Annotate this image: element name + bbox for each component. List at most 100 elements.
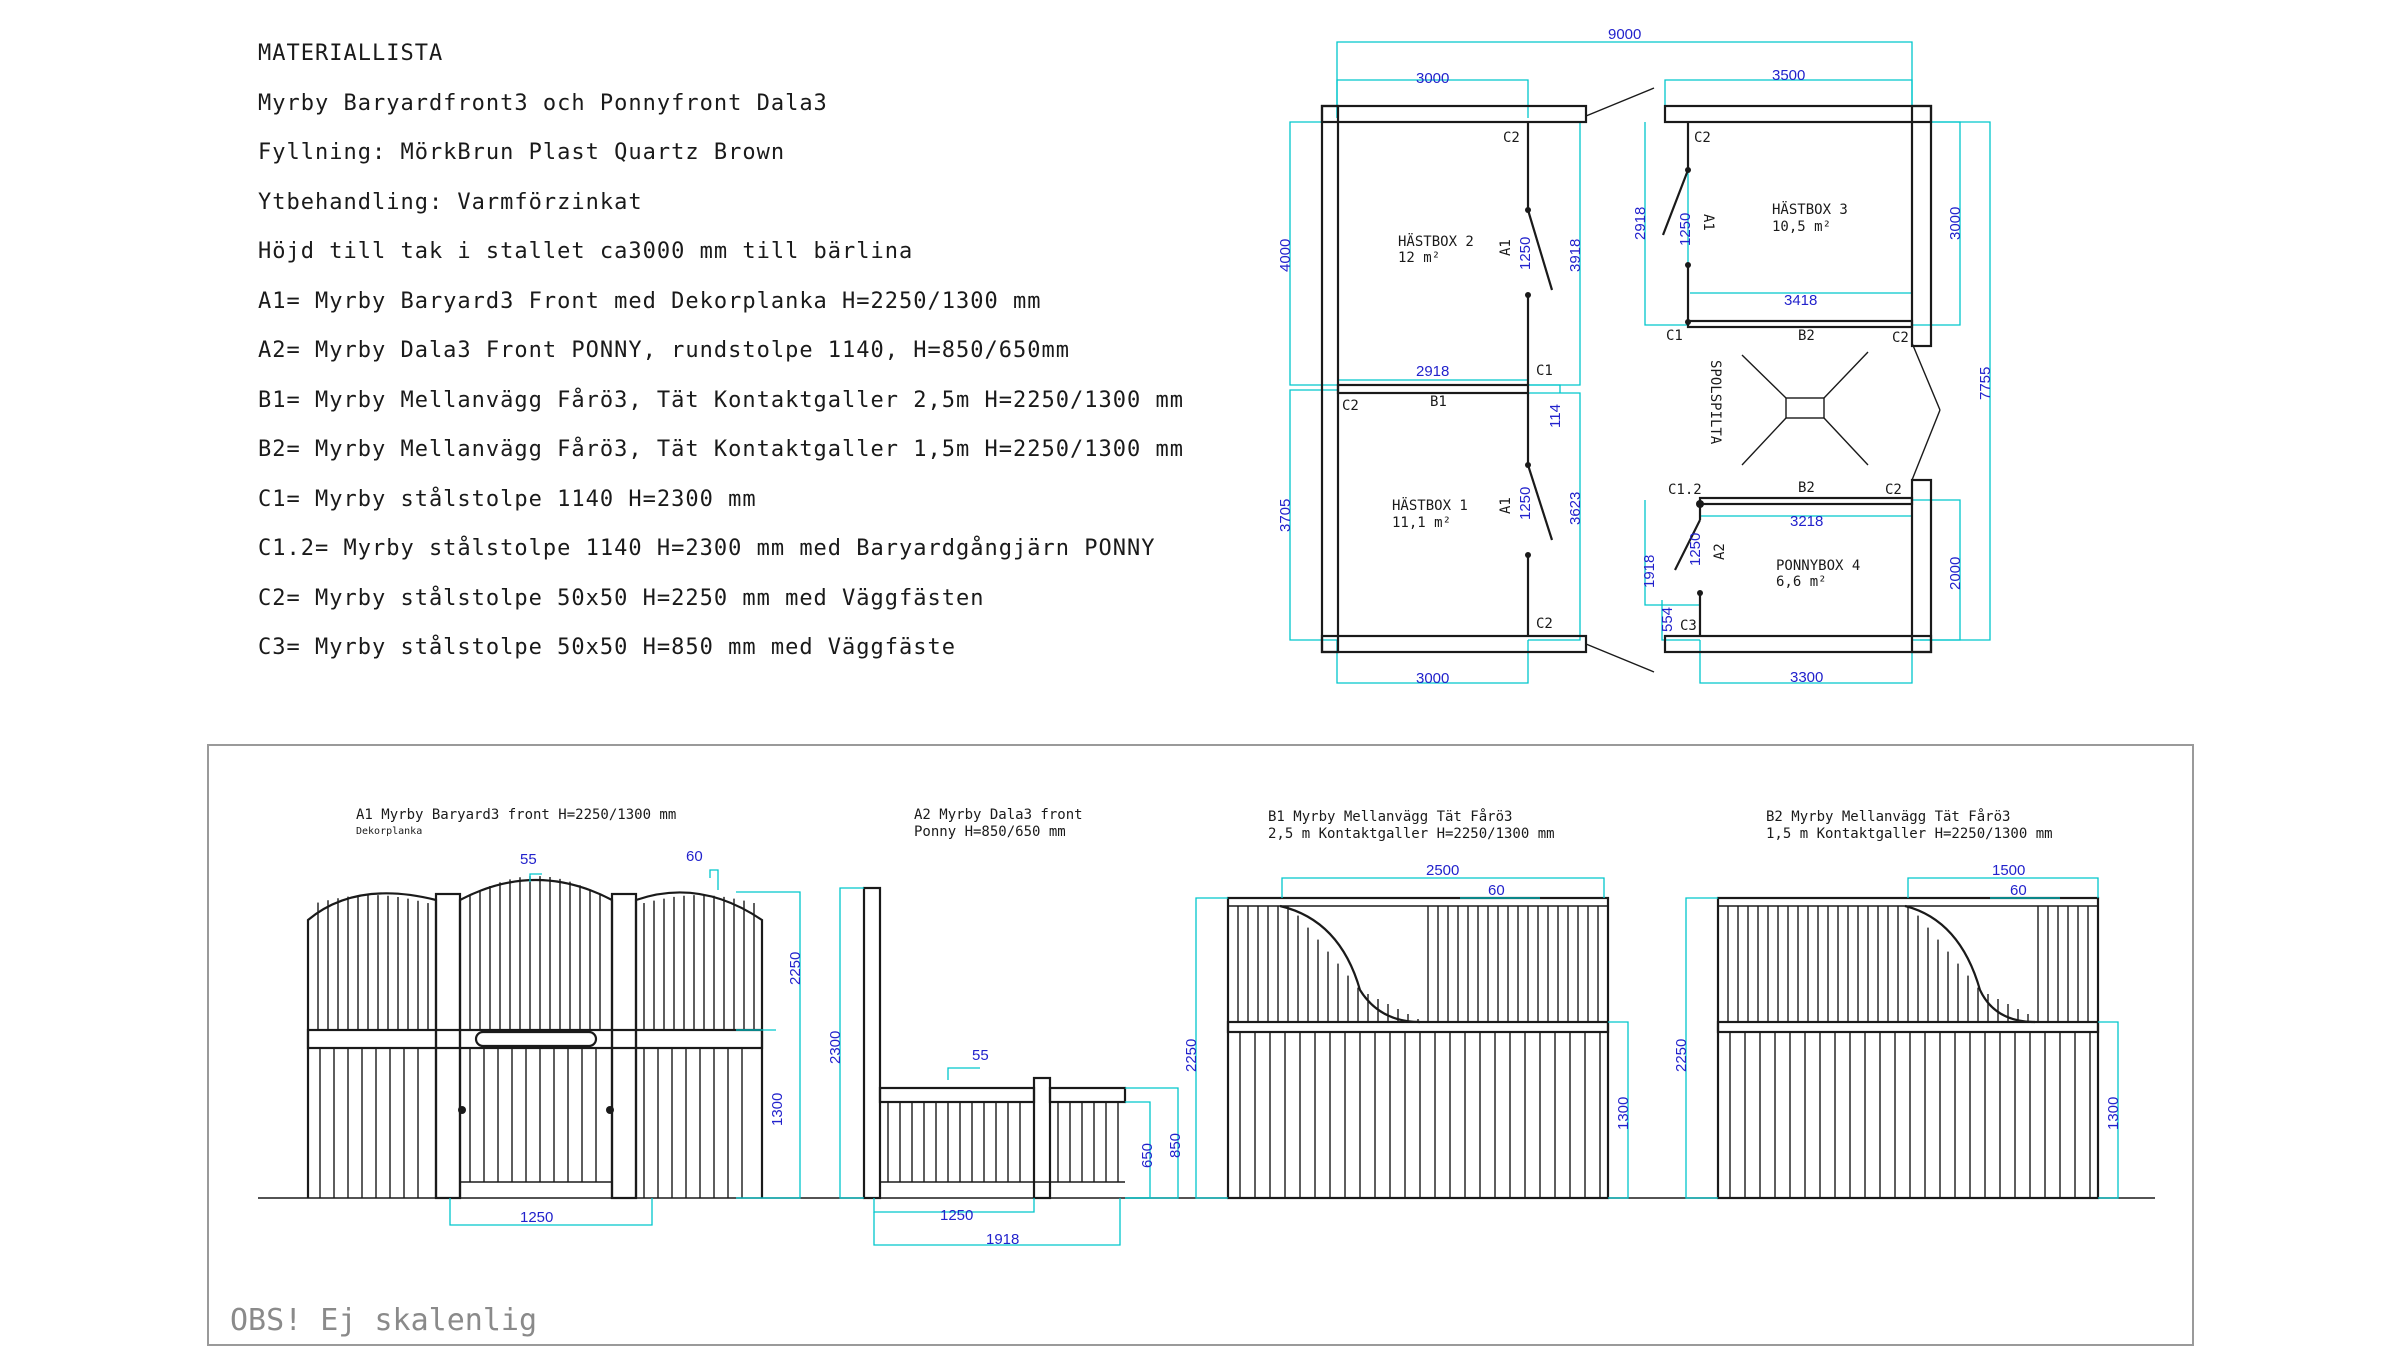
dim-total-height: 7755 <box>1977 367 1994 400</box>
b2-dim-60: 60 <box>2010 882 2027 899</box>
dim-right-top: 3500 <box>1772 67 1805 84</box>
dim-box4-wall: 3218 <box>1790 513 1823 530</box>
dim-left-upper: 4000 <box>1277 239 1294 272</box>
b2-subtitle: 1,5 m Kontaktgaller H=2250/1300 mm <box>1766 826 2053 842</box>
material-line: B2= Myrby Mellanvägg Fårö3, Tät Kontaktg… <box>258 436 1184 462</box>
box3-front-label: A1 <box>1700 214 1716 231</box>
dim-b1: 2918 <box>1416 363 1449 380</box>
wall-b1-label: B1 <box>1430 394 1447 410</box>
top-right-wall <box>1663 104 1933 124</box>
a1-dim-2300: 2300 <box>827 1031 844 1064</box>
wall-b1 <box>1336 383 1530 395</box>
material-line: C1.2= Myrby stålstolpe 1140 H=2300 mm me… <box>258 535 1155 561</box>
b1-subtitle: 2,5 m Kontaktgaller H=2250/1300 mm <box>1268 826 1555 842</box>
post-c2: C2 <box>1885 482 1902 498</box>
dim-left-lower: 3705 <box>1277 499 1294 532</box>
b1-dim-1300: 1300 <box>1615 1097 1632 1130</box>
wall-b2-lower-label: B2 <box>1798 480 1815 496</box>
box2-area: 12 m² <box>1398 250 1440 266</box>
dim-right-upper: 3000 <box>1947 207 1964 240</box>
post-c3: C3 <box>1680 618 1697 634</box>
dim-box1-door: 1250 <box>1517 487 1534 520</box>
material-heading: MATERIALLISTA <box>258 41 443 66</box>
dim-gap-114: 114 <box>1547 404 1564 428</box>
b2-dim-1300: 1300 <box>2105 1097 2122 1130</box>
a1-dim-2250: 2250 <box>787 952 804 985</box>
a2-dim-55: 55 <box>972 1047 989 1064</box>
dim-right-bottom: 3300 <box>1790 669 1823 686</box>
a2-dim-850: 850 <box>1167 1133 1184 1158</box>
aisle-label: SPOLSPILTA <box>1707 360 1723 445</box>
box1-name: HÄSTBOX 1 <box>1392 496 1468 514</box>
a1-title: A1 Myrby Baryard3 front H=2250/1300 mm <box>356 807 676 823</box>
dim-left-top: 3000 <box>1416 70 1449 87</box>
dim-box1-front: 3623 <box>1567 492 1584 525</box>
material-list: MATERIALLISTA Myrby Baryardfront3 och Po… <box>258 41 1184 660</box>
post-c2: C2 <box>1503 130 1520 146</box>
post-c2: C2 <box>1694 130 1711 146</box>
a1-dim-1300: 1300 <box>769 1093 786 1126</box>
a1-dim-55: 55 <box>520 851 537 868</box>
dim-box3-door: 1250 <box>1677 213 1694 246</box>
bottom-right-wall <box>1663 634 1933 654</box>
dim-box4-c3: 554 <box>1659 607 1676 632</box>
box2-name: HÄSTBOX 2 <box>1398 232 1474 250</box>
material-line: Höjd till tak i stallet ca3000 mm till b… <box>258 239 913 264</box>
box4-front-label: A2 <box>1712 543 1728 560</box>
plan-fronts <box>1525 122 1704 636</box>
plan-dimension-lines <box>1289 41 1991 684</box>
material-line: A1= Myrby Baryard3 Front med Dekorplanka… <box>258 289 1041 314</box>
elevations-frame <box>207 744 2194 1346</box>
floor-plan: HÄSTBOX 2 12 m² HÄSTBOX 1 11,1 m² HÄSTBO… <box>1277 26 1994 687</box>
box4-area: 6,6 m² <box>1776 574 1827 590</box>
post-c12: C1.2 <box>1668 482 1702 498</box>
box3-area: 10,5 m² <box>1772 219 1831 235</box>
box4-name: PONNYBOX 4 <box>1776 558 1860 574</box>
left-outer-wall <box>1320 104 1340 654</box>
material-line: A2= Myrby Dala3 Front PONNY, rundstolpe … <box>258 338 1070 363</box>
a2-title: A2 Myrby Dala3 front <box>914 807 1083 823</box>
material-line: Myrby Baryardfront3 och Ponnyfront Dala3 <box>258 91 828 116</box>
material-line: B1= Myrby Mellanvägg Fårö3, Tät Kontaktg… <box>258 387 1184 413</box>
post-c2: C2 <box>1342 398 1359 414</box>
right-outer-wall-lower <box>1910 478 1933 654</box>
a2-dim-650: 650 <box>1139 1143 1156 1168</box>
box1-area: 11,1 m² <box>1392 515 1451 531</box>
b1-dim-2500: 2500 <box>1426 862 1459 879</box>
wall-b2-lower <box>1698 496 1914 506</box>
material-line: C1= Myrby stålstolpe 1140 H=2300 mm <box>258 486 757 512</box>
elevation-dimension-lines <box>449 869 2119 1246</box>
b1-dim-60: 60 <box>1488 882 1505 899</box>
wash-stall-drain <box>1741 351 1869 466</box>
dim-box4-door: 1250 <box>1687 533 1704 566</box>
b2-dim-1500: 1500 <box>1992 862 2025 879</box>
material-line: C2= Myrby stålstolpe 50x50 H=2250 mm med… <box>258 585 985 611</box>
dim-left-bottom: 3000 <box>1416 670 1449 687</box>
a2-front-elevation <box>862 886 1127 1200</box>
a2-dim-1918: 1918 <box>986 1231 1019 1248</box>
b1-dim-2250: 2250 <box>1183 1039 1200 1072</box>
b1-title: B1 Myrby Mellanvägg Tät Fårö3 <box>1268 808 1512 825</box>
a2-subtitle: Ponny H=850/650 mm <box>914 824 1066 840</box>
dim-box4-side: 1918 <box>1641 555 1658 588</box>
post-c1: C1 <box>1536 363 1553 379</box>
wall-b2-upper-label: B2 <box>1798 328 1815 344</box>
a2-dim-1250: 1250 <box>940 1207 973 1224</box>
b1-wall-elevation <box>1226 896 1610 1200</box>
b2-dim-2250: 2250 <box>1673 1039 1690 1072</box>
dim-box3-side: 2918 <box>1632 207 1649 240</box>
post-c1: C1 <box>1666 328 1683 344</box>
plan-walls <box>1320 87 1941 673</box>
material-line: Ytbehandling: Varmförzinkat <box>258 190 643 215</box>
dim-box3-wall: 3418 <box>1784 292 1817 309</box>
elevations-panel: A1 Myrby Baryard3 front H=2250/1300 mm D… <box>207 744 2194 1346</box>
bottom-left-wall <box>1320 634 1588 654</box>
box3-name: HÄSTBOX 3 <box>1772 200 1848 218</box>
dim-box2-front: 3918 <box>1567 239 1584 272</box>
a1-dim-1250: 1250 <box>520 1209 553 1226</box>
dim-box2-door: 1250 <box>1517 237 1534 270</box>
right-outer-wall-upper <box>1910 104 1933 348</box>
b2-title: B2 Myrby Mellanvägg Tät Fårö3 <box>1766 808 2010 825</box>
material-line: Fyllning: MörkBrun Plast Quartz Brown <box>258 140 785 165</box>
